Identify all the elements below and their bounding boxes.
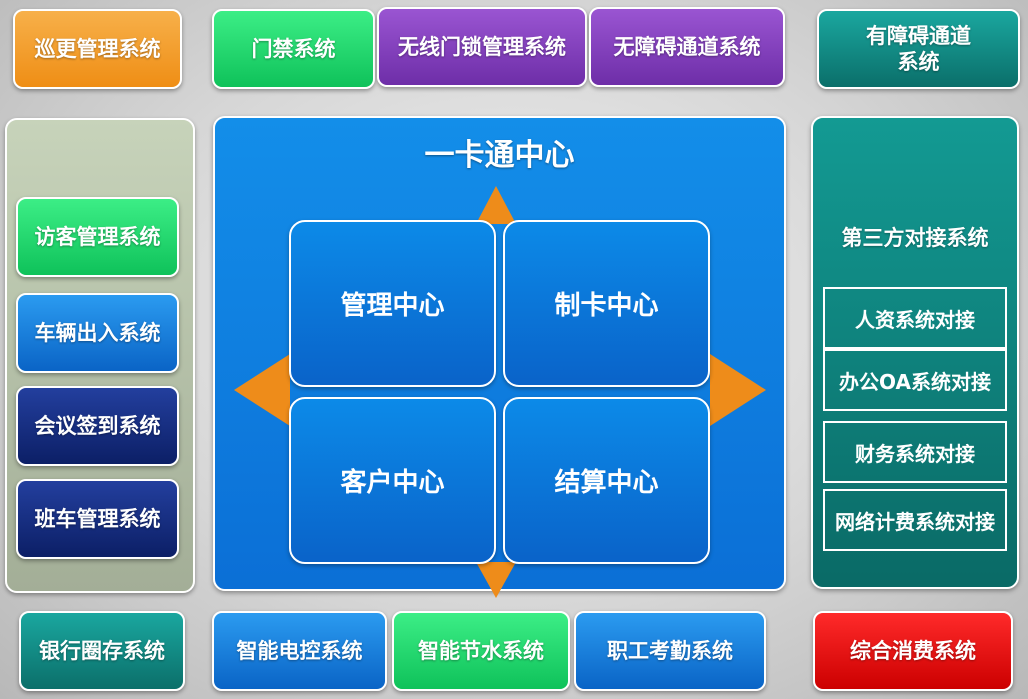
power-control-label: 智能电控系统 — [236, 638, 363, 663]
water-saving-label: 智能节水系统 — [418, 638, 544, 663]
patrol-system-box[interactable]: 巡更管理系统 — [13, 9, 182, 89]
bank-transfer-label: 银行圈存系统 — [39, 638, 165, 663]
patrol-system-label: 巡更管理系统 — [34, 36, 161, 61]
settlement-center-box[interactable]: 结算中心 — [503, 397, 710, 564]
attendance-system-box[interactable]: 职工考勤系统 — [574, 611, 766, 691]
vehicle-system-label: 车辆出入系统 — [34, 320, 161, 345]
customer-center-box[interactable]: 客户中心 — [289, 397, 496, 564]
card-center-title: 一卡通中心 — [424, 138, 575, 173]
barrier-channel-box[interactable]: 有障碍通道 系统 — [817, 9, 1020, 89]
shuttle-system-box[interactable]: 班车管理系统 — [16, 479, 179, 559]
wireless-lock-system-label: 无线门锁管理系统 — [398, 34, 566, 59]
vehicle-system-box[interactable]: 车辆出入系统 — [16, 293, 179, 373]
power-control-box[interactable]: 智能电控系统 — [212, 611, 387, 691]
card-making-center-box[interactable]: 制卡中心 — [503, 220, 710, 387]
finance-integration-label: 财务系统对接 — [855, 441, 975, 466]
bank-transfer-box[interactable]: 银行圈存系统 — [19, 611, 185, 691]
visitor-system-box[interactable]: 访客管理系统 — [16, 197, 179, 277]
wireless-lock-system-box[interactable]: 无线门锁管理系统 — [377, 7, 587, 87]
barrier-free-channel-label: 无障碍通道系统 — [613, 34, 761, 59]
access-control-system-label: 门禁系统 — [251, 36, 336, 61]
finance-integration-box[interactable]: 财务系统对接 — [823, 421, 1007, 483]
customer-center-label: 客户中心 — [340, 468, 445, 498]
shuttle-system-label: 班车管理系统 — [34, 506, 161, 531]
card-making-center-label: 制卡中心 — [554, 291, 659, 321]
consumption-system-label: 综合消费系统 — [850, 638, 976, 663]
water-saving-box[interactable]: 智能节水系统 — [392, 611, 570, 691]
third-party-panel — [811, 116, 1019, 589]
barrier-free-channel-box[interactable]: 无障碍通道系统 — [589, 7, 785, 87]
hr-integration-box[interactable]: 人资系统对接 — [823, 287, 1007, 349]
meeting-signin-box[interactable]: 会议签到系统 — [16, 386, 179, 466]
billing-integration-label: 网络计费系统对接 — [835, 509, 995, 534]
oa-integration-box[interactable]: 办公OA系统对接 — [823, 349, 1007, 411]
hr-integration-label: 人资系统对接 — [855, 307, 975, 332]
oa-integration-label: 办公OA系统对接 — [839, 369, 991, 394]
settlement-center-label: 结算中心 — [554, 468, 659, 498]
consumption-system-box[interactable]: 综合消费系统 — [813, 611, 1013, 691]
access-control-system-box[interactable]: 门禁系统 — [212, 9, 375, 89]
attendance-system-label: 职工考勤系统 — [607, 638, 733, 663]
meeting-signin-label: 会议签到系统 — [34, 413, 161, 438]
third-party-title: 第三方对接系统 — [841, 226, 989, 250]
management-center-box[interactable]: 管理中心 — [289, 220, 496, 387]
billing-integration-box[interactable]: 网络计费系统对接 — [823, 489, 1007, 551]
visitor-system-label: 访客管理系统 — [34, 224, 161, 249]
management-center-label: 管理中心 — [340, 291, 445, 321]
barrier-channel-label: 有障碍通道 系统 — [866, 23, 971, 74]
